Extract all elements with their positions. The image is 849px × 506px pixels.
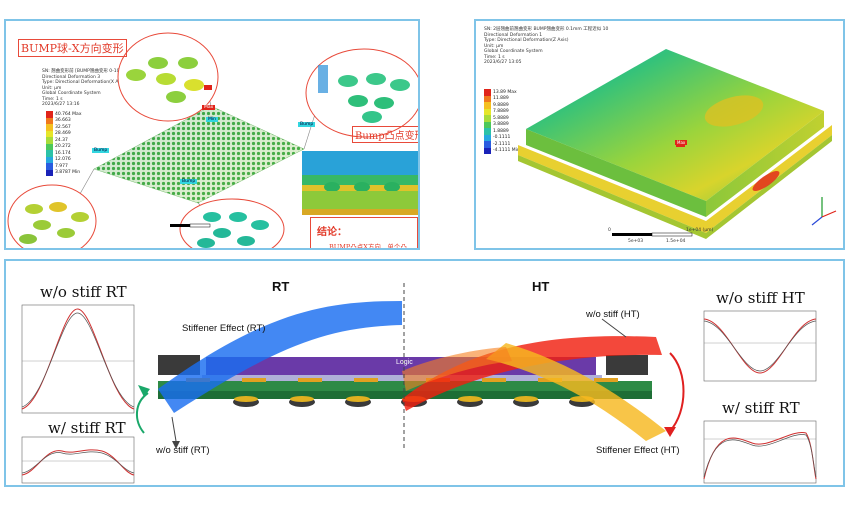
scale-label: 1.5e+04 (666, 239, 685, 245)
stiffener-effect-panel: RT HT w/o stiff RT w/ stiff RT w/o stiff… (4, 259, 845, 487)
plot-w-stiff-ht (704, 421, 816, 483)
conclusion-box: 结论： BUMP凸点X方向，单个凸点最大变形量为13.5um (310, 217, 418, 250)
max-tag: Max (202, 105, 215, 110)
plot-wo-stiff-ht (704, 311, 816, 381)
package-3d-svg (476, 21, 845, 250)
bump-tag: Bump (180, 179, 197, 184)
stiffener-effect-rt-label: Stiffener Effect (RT) (182, 323, 265, 334)
bump-deformation-panel: SN: 翘曲变形前 [BUMP翘曲变形 0-10,20...] Directio… (4, 19, 420, 250)
plot-wo-stiff-rt (22, 305, 134, 413)
scale-label: 1e+04 (μm) (686, 228, 713, 234)
axis-triad-icon (812, 197, 836, 225)
wo-stiff-ht-label: w/o stiff (HT) (586, 309, 640, 320)
max-tag: Max (675, 140, 687, 145)
conclusion-title: 结论： (317, 223, 417, 238)
wo-stiff-rt-label: w/o stiff (RT) (156, 445, 210, 456)
scale-label: 0 (608, 228, 611, 234)
logic-die-label: Logic (396, 359, 413, 366)
stiffener-effect-ht-label: Stiffener Effect (HT) (596, 445, 680, 456)
arrow-icon (602, 319, 626, 337)
bump-tag: Bump (298, 122, 315, 127)
package-warpage-panel: SN: 2层翘曲前翘曲变形 BUMP翘曲变形 0.1mm 工程近似 10 Dir… (474, 19, 845, 250)
conclusion-body: BUMP凸点X方向，单个凸点最大变形量为13.5um (329, 242, 411, 250)
bump-array-shade (94, 106, 304, 203)
scale-label: 5e+03 (628, 239, 643, 245)
bump-x-annotation: BUMP球-X方向变形 (18, 39, 127, 57)
curved-arrow-icon (664, 353, 684, 437)
stiffener-diagram-svg (6, 261, 845, 487)
cross-section-view (302, 151, 418, 215)
curved-arrow-icon (137, 385, 150, 433)
scale-bar (170, 224, 210, 227)
leader-line (304, 111, 316, 149)
plot-w-stiff-rt (22, 437, 134, 483)
bump-point-annotation: Bump凸点变形 (352, 126, 420, 143)
min-tag: Min (206, 117, 218, 122)
scale-bar (612, 233, 692, 236)
bump-tag: Bump (92, 148, 109, 153)
